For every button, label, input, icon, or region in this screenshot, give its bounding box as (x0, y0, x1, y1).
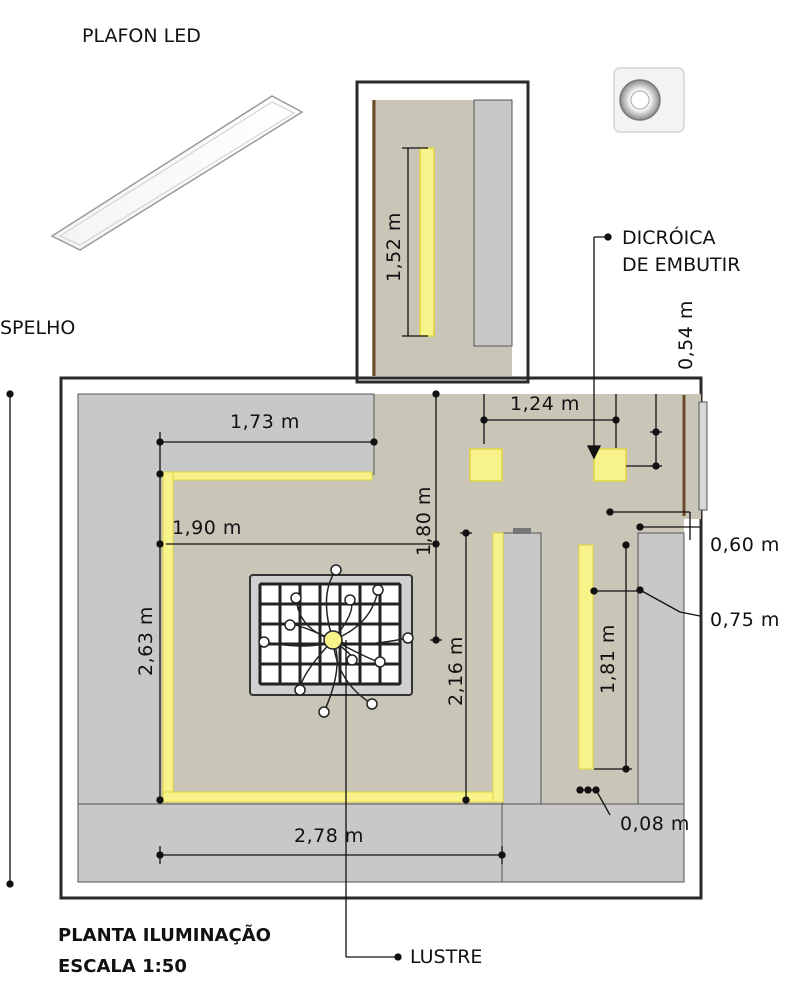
dim-1-90: 1,90 m (172, 517, 242, 539)
plafon-led-icon (50, 95, 304, 251)
dicroica-spot-right (593, 448, 627, 482)
main-room-wall (59, 376, 703, 900)
plafon-label: PLAFON LED (82, 25, 201, 47)
dim-0-54: 0,54 m (675, 300, 697, 370)
dim-1-24: 1,24 m (510, 393, 580, 415)
dicroica-label-line1: DICRÓICA (622, 225, 716, 249)
plan-title: PLANTA ILUMINAÇÃO (58, 923, 271, 946)
led-strips (162, 471, 594, 803)
dim-1-80: 1,80 m (413, 486, 435, 556)
dim-2-16: 2,16 m (445, 636, 467, 706)
lustre-label: LUSTRE (410, 946, 482, 968)
plan-scale: ESCALA 1:50 (58, 956, 187, 977)
dim-0-60: 0,60 m (710, 534, 780, 556)
dim-1-52: 1,52 m (383, 212, 405, 282)
espelho-label: SPELHO (0, 317, 75, 339)
corridor-room (355, 80, 530, 384)
dim-1-73: 1,73 m (230, 411, 300, 433)
dim-2-63: 2,63 m (135, 606, 157, 676)
dicroica-spot-icon (613, 67, 685, 133)
dicroica-label-line2: DE EMBUTIR (622, 254, 740, 276)
dim-1-81: 1,81 m (597, 624, 619, 694)
dim-0-08: 0,08 m (620, 813, 690, 835)
dim-2-78: 2,78 m (294, 825, 364, 847)
chandelier-lustre (249, 564, 414, 718)
built-in-furniture (77, 393, 685, 883)
dim-0-75: 0,75 m (710, 609, 780, 631)
dimension-lines (6, 233, 701, 961)
dicroica-spot-left (469, 448, 503, 482)
